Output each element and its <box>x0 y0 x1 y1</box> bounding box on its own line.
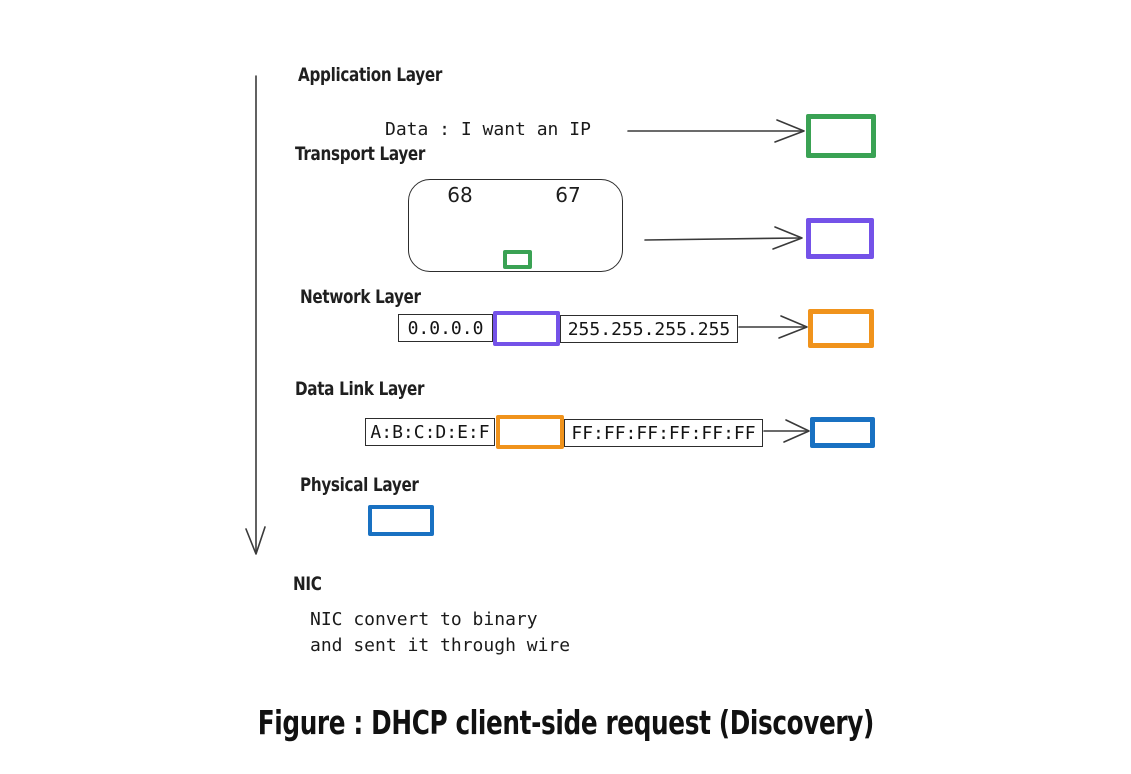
application-arrow-right-icon <box>627 119 805 143</box>
transport-payload-box <box>503 250 532 269</box>
figure-caption-row: Figure : DHCP client-side request (Disco… <box>0 703 1131 742</box>
datalink-layer-label: Data Link Layer <box>295 378 425 400</box>
datalink-frame-box <box>810 417 875 448</box>
nic-note-line1: NIC convert to binary <box>310 609 538 630</box>
nic-label: NIC <box>293 573 322 595</box>
network-frame-box <box>808 309 874 348</box>
datalink-src-mac-cell: A:B:C:D:E:F <box>365 418 495 446</box>
network-payload-box <box>493 311 560 346</box>
datalink-payload-box <box>496 415 564 449</box>
transport-layer-label: Transport Layer <box>295 143 426 165</box>
network-layer-label: Network Layer <box>300 286 421 308</box>
nic-note-line2: and sent it through wire <box>310 635 571 656</box>
transport-dst-port: 67 <box>555 183 581 207</box>
application-data-text: Data : I want an IP <box>385 119 591 140</box>
transport-arrow-right-icon <box>644 226 803 250</box>
application-layer-label: Application Layer <box>298 64 442 86</box>
network-src-ip-cell: 0.0.0.0 <box>398 314 493 342</box>
network-dst-ip-cell: 255.255.255.255 <box>560 315 738 343</box>
figure-caption: Figure : DHCP client-side request (Disco… <box>257 703 874 742</box>
network-arrow-right-icon <box>738 315 808 339</box>
layer-flow-down-arrow-icon <box>245 75 266 555</box>
application-frame-box <box>806 114 876 158</box>
datalink-dst-mac-cell: FF:FF:FF:FF:FF:FF <box>564 419 763 447</box>
physical-layer-label: Physical Layer <box>300 474 419 496</box>
transport-src-port: 68 <box>447 183 473 207</box>
physical-payload-box <box>368 505 434 536</box>
datalink-arrow-right-icon <box>763 419 810 443</box>
transport-frame-box <box>806 218 874 259</box>
